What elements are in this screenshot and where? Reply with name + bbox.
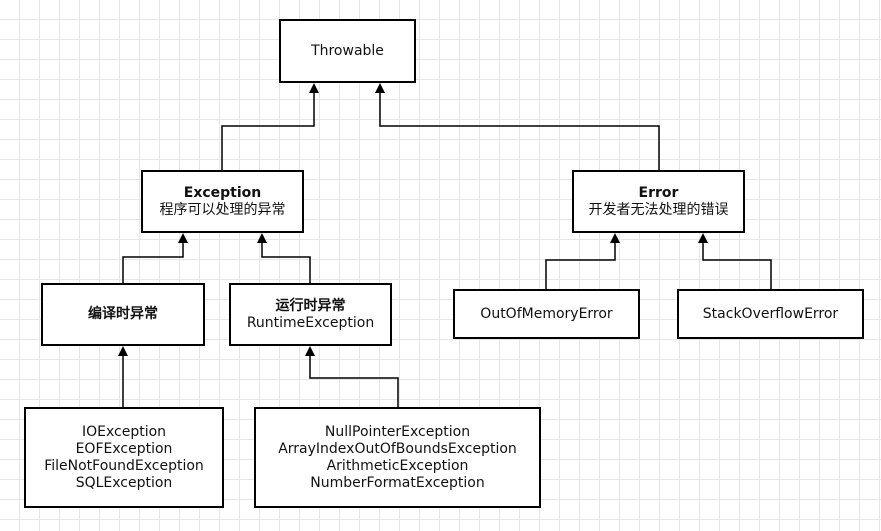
error-subtitle: 开发者无法处理的错误 <box>588 201 729 218</box>
checked-exception-item: FileNotFoundException <box>44 457 204 474</box>
throwable-label: Throwable <box>311 42 384 59</box>
edge-compile-to-exception <box>122 233 188 283</box>
runtime-exception-item: ArithmeticException <box>326 457 469 474</box>
runtime-title: 运行时异常 <box>275 297 346 314</box>
out-of-memory-label: OutOfMemoryError <box>480 305 613 322</box>
compile-time-title: 编译时异常 <box>88 306 158 322</box>
checked-exception-item: IOException <box>81 423 167 440</box>
exception-title: Exception <box>183 184 262 201</box>
runtime-subtitle: RuntimeException <box>246 314 375 331</box>
edge-oom-to-error <box>545 233 620 289</box>
runtime-exceptions-node[interactable]: NullPointerException ArrayIndexOutOfBoun… <box>254 407 541 508</box>
exception-node[interactable]: Exception 程序可以处理的异常 <box>141 170 304 233</box>
compile-time-exception-node[interactable]: 编译时异常 <box>41 283 205 346</box>
error-title: Error <box>638 184 679 201</box>
checked-exception-item: EOFException <box>75 440 173 457</box>
runtime-exception-item: NullPointerException <box>324 423 471 440</box>
out-of-memory-error-node[interactable]: OutOfMemoryError <box>453 289 640 339</box>
throwable-node[interactable]: Throwable <box>279 19 416 83</box>
exception-subtitle: 程序可以处理的异常 <box>159 201 286 218</box>
edge-runtime-to-exception <box>257 233 311 283</box>
edge-unchecked-to-runtime <box>305 346 399 407</box>
edge-exception-to-throwable <box>221 83 319 170</box>
edge-soe-to-error <box>698 233 772 289</box>
runtime-exception-item: NumberFormatException <box>310 474 485 491</box>
checked-exception-item: SQLException <box>75 474 173 491</box>
checked-exceptions-node[interactable]: IOException EOFException FileNotFoundExc… <box>24 407 224 508</box>
runtime-exception-node[interactable]: 运行时异常 RuntimeException <box>229 283 392 346</box>
stack-overflow-label: StackOverflowError <box>702 305 839 322</box>
runtime-exception-item: ArrayIndexOutOfBoundsException <box>278 440 517 457</box>
edge-error-to-throwable <box>375 83 660 170</box>
stack-overflow-error-node[interactable]: StackOverflowError <box>677 289 864 339</box>
error-node[interactable]: Error 开发者无法处理的错误 <box>572 170 745 233</box>
